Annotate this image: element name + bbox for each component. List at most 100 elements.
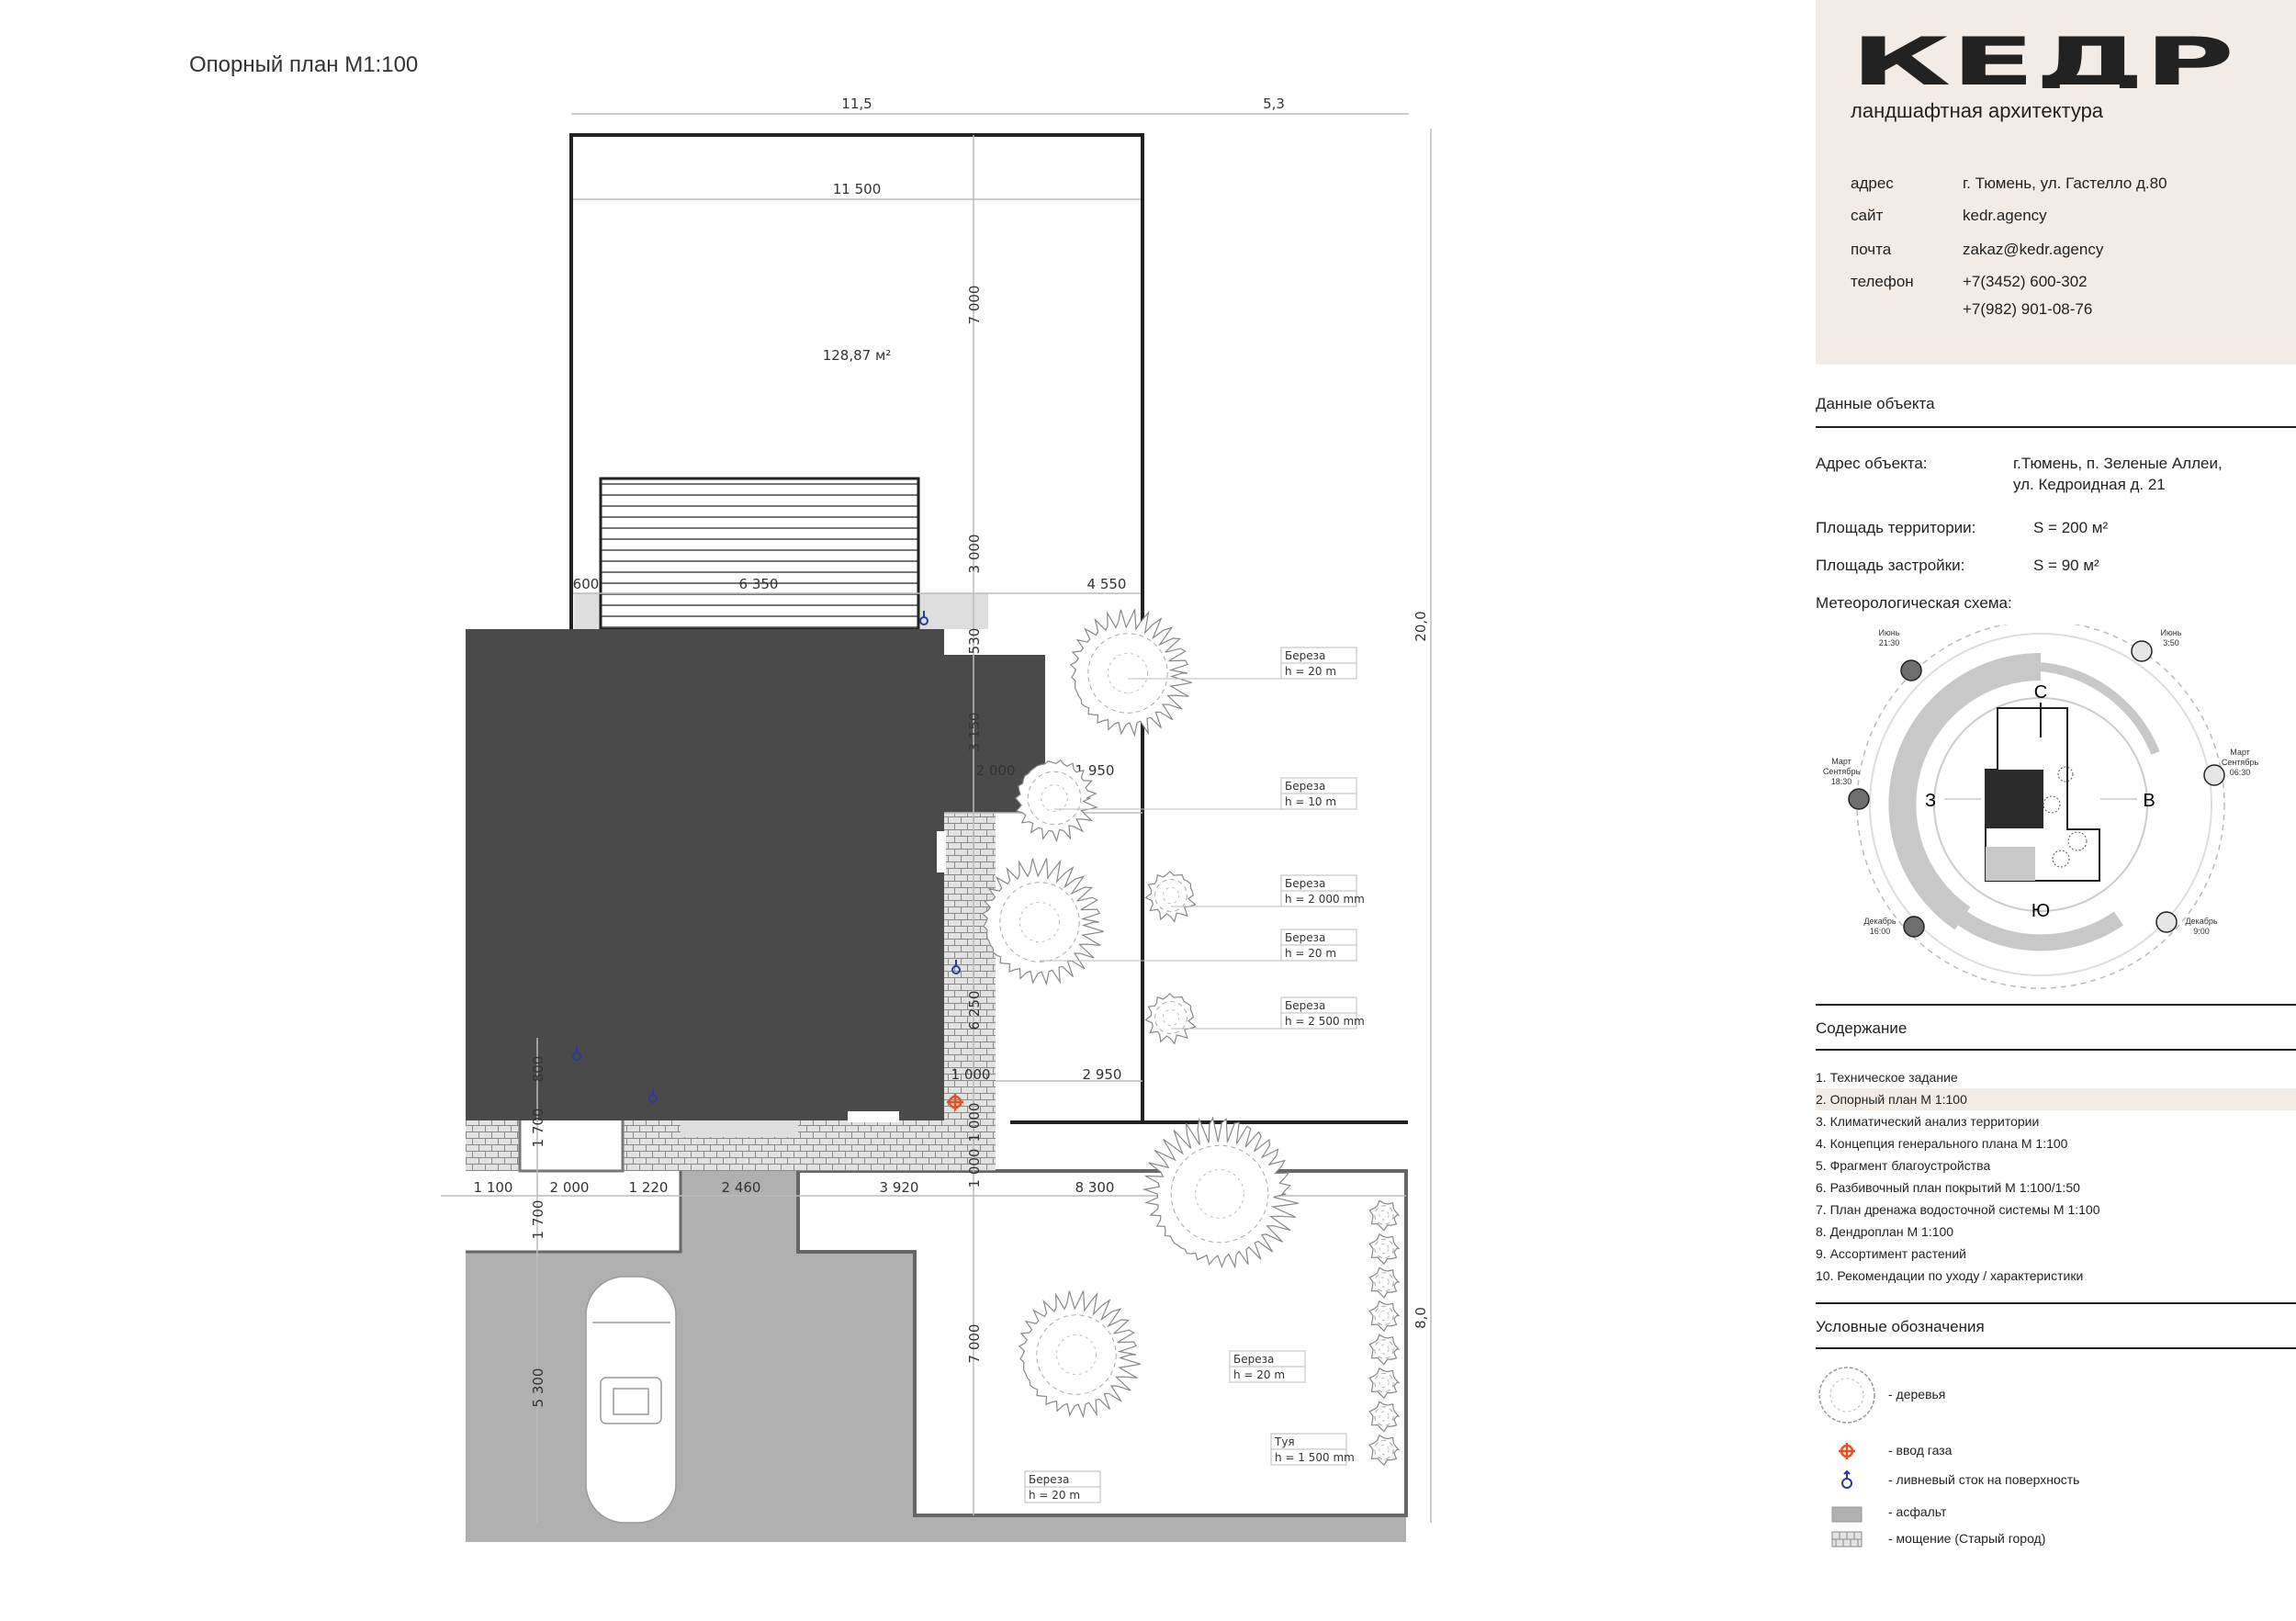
dim-bottom: 1 100 (474, 1179, 513, 1196)
contact-label: сайт (1851, 207, 1884, 224)
svg-text:Декабрь: Декабрь (2185, 917, 2217, 926)
plan-title: Опорный план М1:100 (189, 52, 418, 77)
dim-2000: 2 000 (976, 762, 1016, 779)
address-line1: г.Тюмень, п. Зеленые Аллеи, (2013, 455, 2223, 472)
plant-name: Береза (1285, 931, 1325, 944)
thuja-icon (1368, 1401, 1401, 1433)
contact-label: почта (1851, 241, 1892, 258)
area-label: 128,87 м² (823, 347, 892, 364)
birch-tree-icon (1014, 759, 1098, 843)
site-plan-drawing: Опорный план М1:100 11,5 5,3 20,0 8,0 11… (189, 52, 1432, 1542)
plant-label: Туя h = 1 500 mm (1270, 1433, 1355, 1466)
svg-text:Март: Март (1831, 757, 1851, 766)
legend-label: - деревья (1888, 1387, 1946, 1401)
plant-height: h = 2 000 mm (1285, 893, 1365, 906)
svg-text:Сентябрь: Сентябрь (1823, 767, 1861, 776)
storm-drain-icon (919, 611, 929, 625)
contents-item[interactable]: 8. Дендроплан М 1:100 (1816, 1224, 1954, 1239)
svg-text:9:00: 9:00 (2193, 927, 2210, 936)
dim-2950: 2 950 (1083, 1066, 1122, 1083)
plant-name: Береза (1285, 877, 1325, 890)
territory-value: S = 200 м² (2033, 519, 2109, 536)
dim-length-right-lower: 8,0 (1412, 1307, 1429, 1329)
thuja-icon (1368, 1266, 1401, 1299)
plant-height: h = 20 m (1233, 1368, 1285, 1381)
contents-item[interactable]: 10. Рекомендации по уходу / характеристи… (1816, 1268, 2084, 1283)
dim-vertical: 3 000 (966, 535, 983, 574)
dim-600: 600 (573, 576, 600, 592)
plant-name: Туя (1274, 1435, 1295, 1448)
storm-drains (572, 611, 961, 1103)
svg-text:18:30: 18:30 (1831, 777, 1852, 786)
contents-item[interactable]: 7. План дренажа водосточной системы М 1:… (1816, 1202, 2100, 1217)
contents-item[interactable]: 2. Опорный план М 1:100 (1816, 1088, 2296, 1110)
plant-height: h = 1 500 mm (1275, 1451, 1355, 1464)
contents-item[interactable]: 5. Фрагмент благоустройства (1816, 1158, 1991, 1173)
contents-item[interactable]: 9. Ассортимент растений (1816, 1246, 1966, 1261)
contents-item[interactable]: 1. Техническое задание (1816, 1070, 1958, 1085)
plant-height: h = 2 500 mm (1285, 1015, 1365, 1028)
contact-value: +7(3452) 600-302 (1963, 273, 2088, 290)
thuja-icon (1368, 1233, 1401, 1266)
dim-1950: 1 950 (1075, 762, 1115, 779)
dim-length-right: 20,0 (1412, 611, 1429, 641)
compass-west: З (1925, 791, 1936, 811)
birch-tree-icon (1069, 609, 1192, 737)
legend-heading: Условные обозначения (1816, 1318, 1985, 1335)
contact-value[interactable]: kedr.agency (1963, 207, 2047, 224)
dim-bottom: 2 000 (550, 1179, 590, 1196)
thuja-icon (1368, 1300, 1401, 1333)
contents-item[interactable]: 6. Разбивочный план покрытий М 1:100/1:5… (1816, 1180, 2080, 1195)
asphalt-swatch (1831, 1506, 1863, 1523)
birch-tree-icon (1018, 1290, 1141, 1419)
plant-height: h = 20 m (1029, 1489, 1080, 1502)
compass-east: В (2143, 791, 2155, 811)
svg-text:Сентябрь: Сентябрь (2222, 758, 2259, 767)
dim-bottom: 1 220 (629, 1179, 669, 1196)
gas-inlet-icon (1839, 1443, 1855, 1459)
legend-label: - асфальт (1888, 1504, 1947, 1519)
dim-left: 800 (530, 1056, 546, 1083)
svg-text:06:30: 06:30 (2230, 768, 2251, 777)
compass-south: Ю (2032, 901, 2050, 921)
gas-inlet-icon (947, 1094, 963, 1110)
svg-text:Март: Март (2230, 748, 2250, 757)
svg-text:Декабрь: Декабрь (1863, 917, 1896, 926)
trees (981, 609, 1401, 1467)
house-footprint (466, 629, 1045, 1122)
address-line2: ул. Кедроидная д. 21 (2013, 476, 2166, 493)
thuja-icon (1368, 1199, 1401, 1232)
meteo-label: Метеорологическая схема: (1816, 594, 2012, 612)
thuja-icon (1368, 1367, 1401, 1400)
legend-label: - ливневый сток на поверхность (1888, 1472, 2080, 1487)
dim-vertical: 7 000 (966, 286, 983, 325)
compass-north: С (2034, 682, 2047, 703)
contents-item[interactable]: 4. Концепция генерального плана М 1:100 (1816, 1136, 2068, 1151)
mini-site-plan (1985, 703, 2100, 882)
svg-text:21:30: 21:30 (1879, 638, 1900, 647)
contact-value[interactable]: zakaz@kedr.agency (1963, 241, 2104, 258)
plant-name: Береза (1285, 649, 1325, 662)
meteo-diagram: С Ю В З Июнь21:30Июнь3:50МартСентябрь06:… (1823, 625, 2259, 989)
legend-icons (1818, 1367, 1875, 1548)
plant-name: Береза (1233, 1353, 1274, 1366)
brand-tagline: ландшафтная архитектура (1851, 99, 2104, 122)
contents-item[interactable]: 3. Климатический анализ территории (1816, 1114, 2040, 1129)
contents-heading: Содержание (1816, 1019, 1908, 1037)
thuja-icon (1368, 1334, 1401, 1366)
dim-vertical: 3 150 (966, 713, 983, 752)
dim-6350: 6 350 (739, 576, 779, 592)
storm-drain-icon (951, 960, 961, 974)
building-label: Площадь застройки: (1816, 557, 1965, 574)
dim-inner-width: 11 500 (833, 181, 882, 197)
